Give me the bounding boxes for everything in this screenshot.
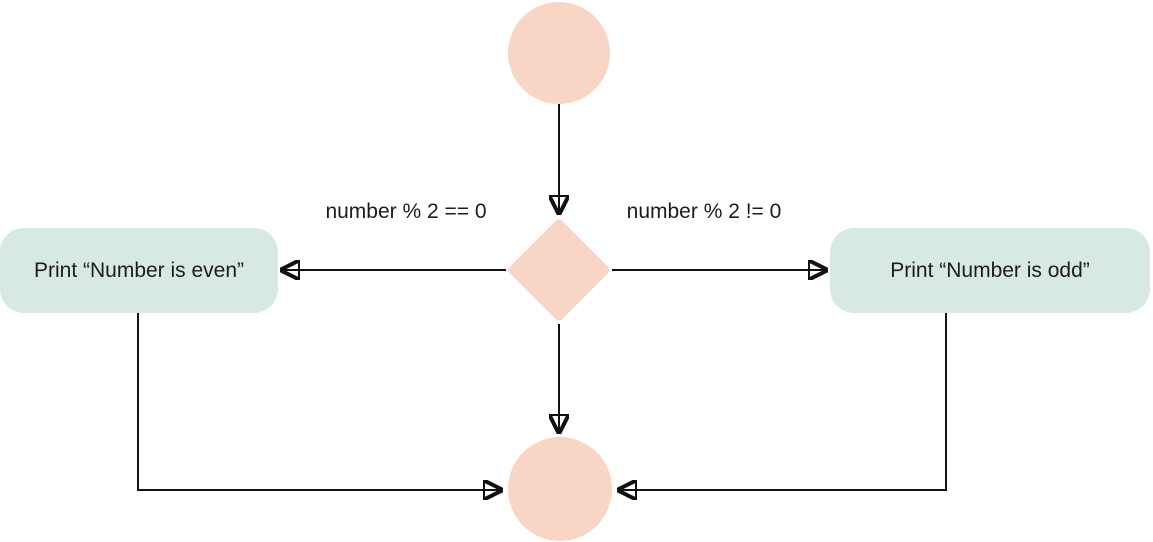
- start-node: [508, 2, 610, 104]
- edge-print-odd-to-end: [617, 313, 947, 490]
- print-odd-label: Print “Number is odd”: [890, 258, 1090, 282]
- print-odd-node: Print “Number is odd”: [830, 228, 1150, 313]
- print-even-label: Print “Number is even”: [33, 258, 245, 282]
- edge-label-odd-condition: number % 2 != 0: [626, 200, 782, 223]
- edge-print-even-to-end: [137, 313, 503, 490]
- print-even-node: Print “Number is even”: [0, 228, 278, 313]
- end-node: [508, 437, 612, 541]
- edge-label-even-condition: number % 2 == 0: [325, 200, 487, 223]
